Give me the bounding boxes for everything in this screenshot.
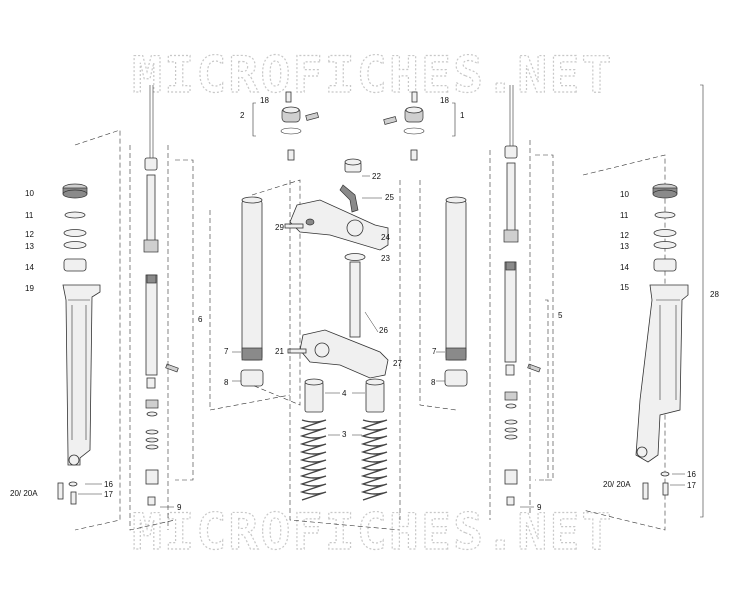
label-22: 22 — [372, 172, 381, 181]
label-8-left: 8 — [224, 378, 229, 387]
label-16-right: 16 — [687, 470, 696, 479]
label-4: 4 — [342, 389, 347, 398]
part-labels: 1 2 3 4 5 6 7 7 8 8 9 9 10 10 11 11 12 1… — [10, 96, 719, 512]
label-7-left: 7 — [224, 347, 229, 356]
label-8-right: 8 — [431, 378, 436, 387]
label-23: 23 — [381, 254, 390, 263]
label-21: 21 — [275, 347, 284, 356]
label-15: 15 — [620, 283, 629, 292]
left-top-cap — [252, 91, 320, 161]
circlip-left — [64, 211, 86, 219]
label-18-right: 18 — [440, 96, 449, 105]
label-9-right: 9 — [537, 503, 542, 512]
label-29: 29 — [275, 223, 284, 232]
label-11-right: 11 — [620, 211, 629, 220]
label-3: 3 — [342, 430, 347, 439]
steering-head-assembly — [284, 158, 389, 379]
left-inner-tube — [209, 179, 301, 411]
right-fork-assembly — [582, 84, 704, 531]
label-17-left: 17 — [104, 490, 113, 499]
label-2: 2 — [240, 111, 245, 120]
label-12-right: 12 — [620, 231, 629, 240]
label-12-left: 12 — [25, 230, 34, 239]
label-25: 25 — [385, 193, 394, 202]
lower-slider-left — [62, 284, 101, 466]
label-27: 27 — [393, 359, 402, 368]
label-17-right: 17 — [687, 481, 696, 490]
oil-seal-left — [63, 229, 87, 237]
label-11-left: 11 — [25, 211, 34, 220]
watermark-top: MICROFICHES.NET — [132, 46, 614, 104]
label-9-left: 9 — [177, 503, 182, 512]
label-26: 26 — [379, 326, 388, 335]
label-20-left: 20/ 20A — [10, 489, 38, 498]
label-28: 28 — [710, 290, 719, 299]
label-7-right: 7 — [432, 347, 437, 356]
label-16-left: 16 — [104, 480, 113, 489]
right-inner-tube — [419, 180, 468, 411]
label-10-right: 10 — [620, 190, 629, 199]
label-1: 1 — [460, 111, 465, 120]
label-14-left: 14 — [25, 263, 34, 272]
right-top-cap — [383, 91, 456, 161]
label-19: 19 — [25, 284, 34, 293]
left-damper-rod — [129, 85, 194, 531]
right-damper-rod — [489, 85, 554, 520]
watermark-bottom: MICROFICHES.NET — [132, 503, 614, 561]
label-14-right: 14 — [620, 263, 629, 272]
label-24: 24 — [381, 233, 390, 242]
label-18-left: 18 — [260, 96, 269, 105]
label-20-right: 20/ 20A — [603, 480, 631, 489]
bushing-left — [63, 258, 87, 272]
label-6: 6 — [198, 315, 203, 324]
label-5: 5 — [558, 311, 563, 320]
left-fork-assembly — [57, 129, 121, 531]
label-13-left: 13 — [25, 242, 34, 251]
springs-and-spacers — [289, 180, 401, 531]
label-10-left: 10 — [25, 189, 34, 198]
label-13-right: 13 — [620, 242, 629, 251]
